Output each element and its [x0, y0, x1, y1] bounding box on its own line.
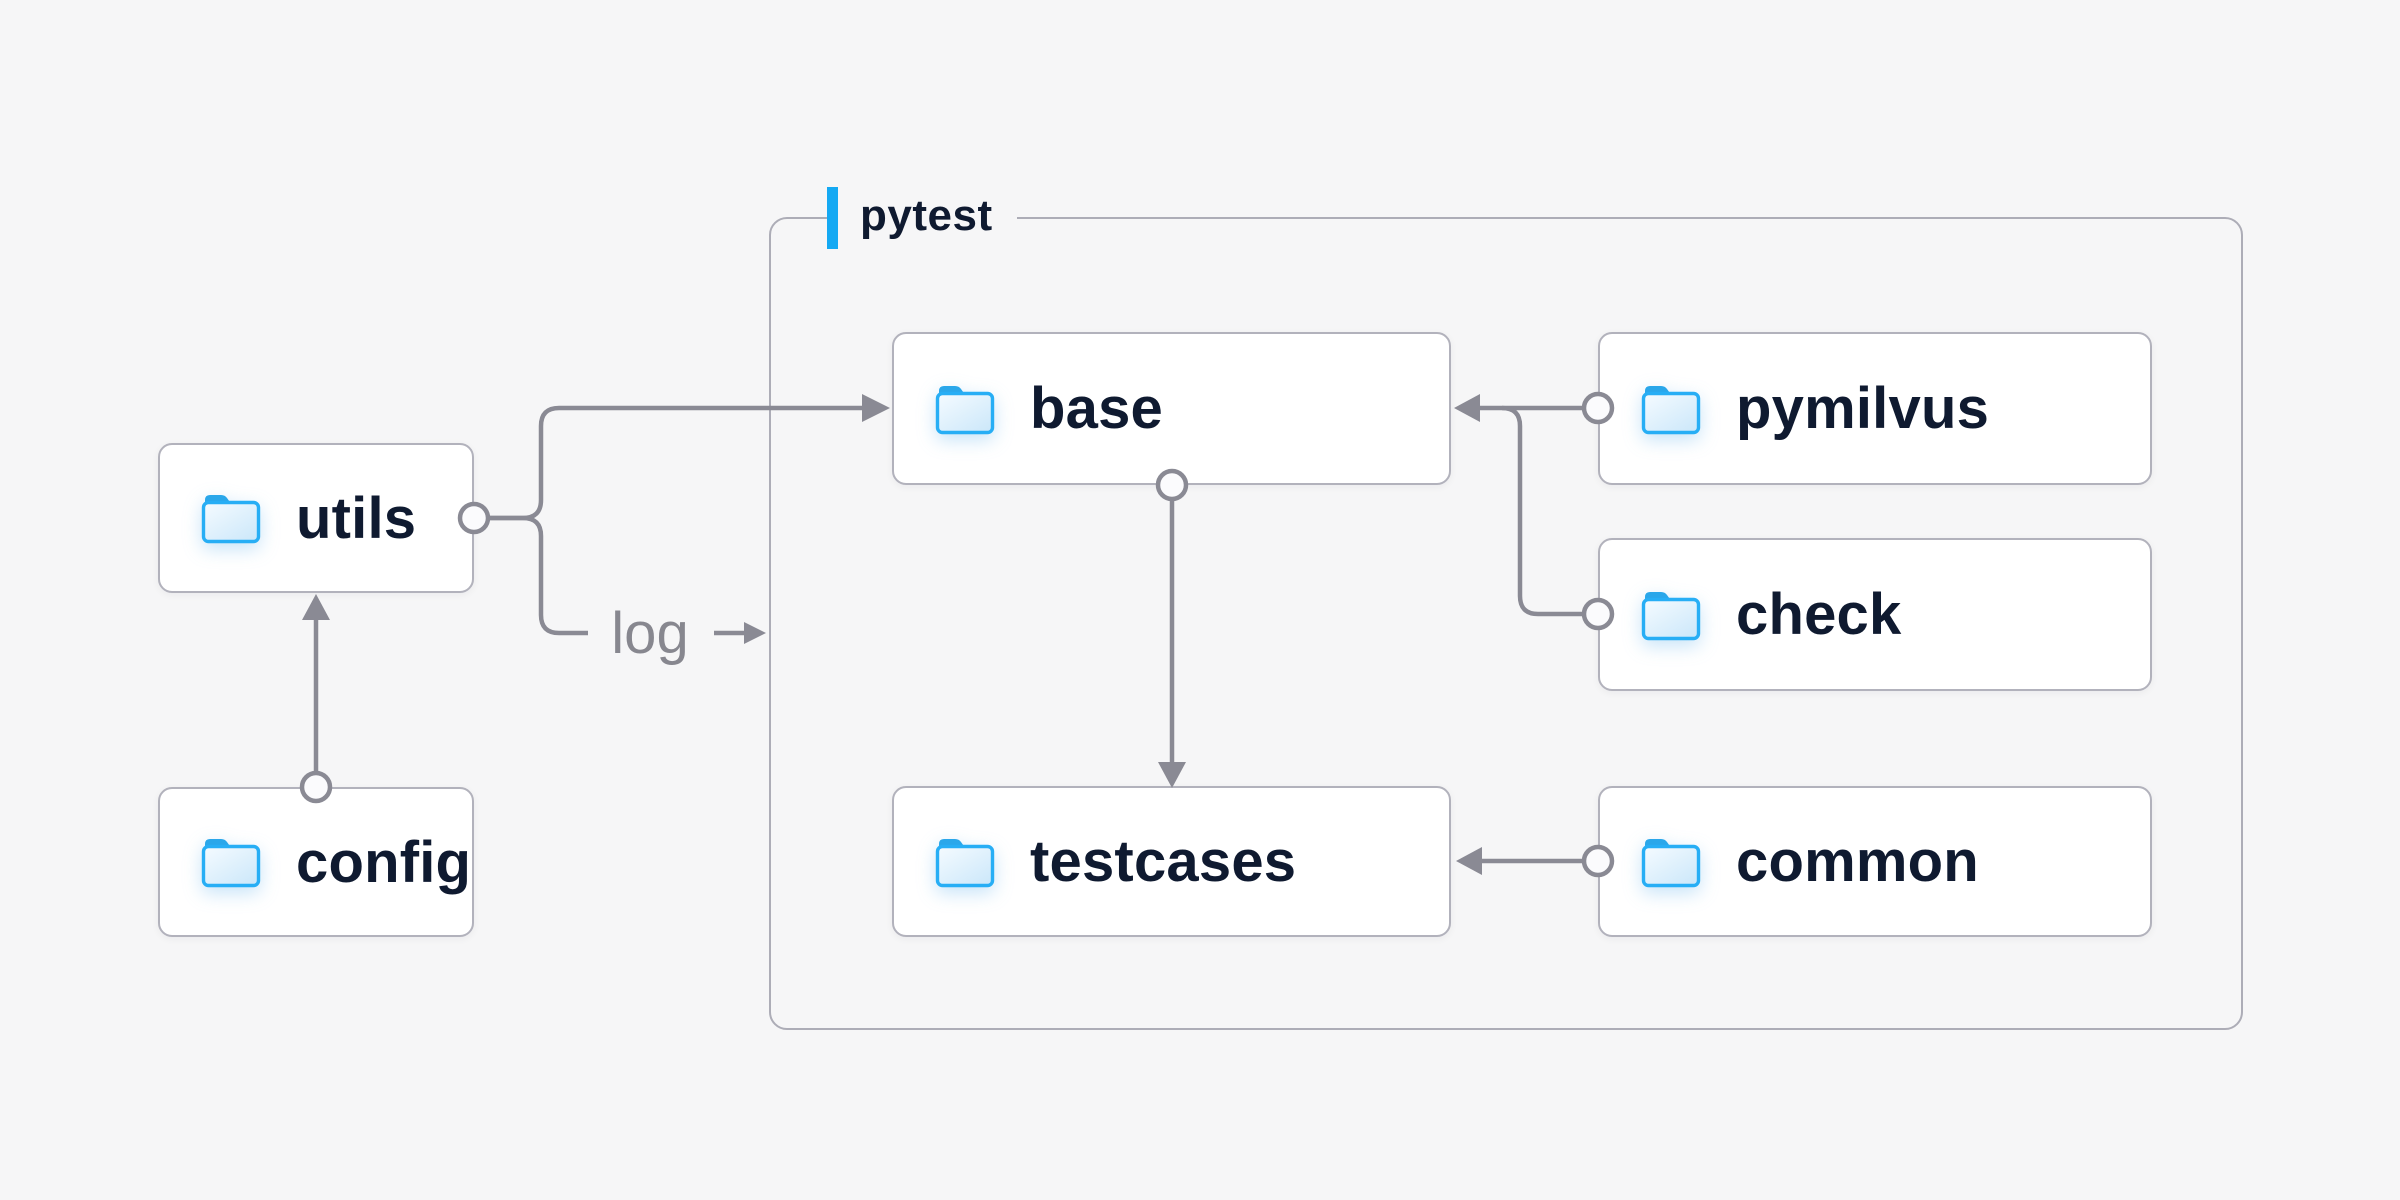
edge-utils-log	[489, 515, 588, 636]
node-label: base	[1030, 376, 1163, 441]
edge-label-log: log	[611, 600, 689, 666]
node-label: config	[296, 829, 472, 895]
node-base: base	[892, 332, 1451, 485]
arrowhead-config-utils	[302, 594, 330, 620]
node-check: check	[1598, 538, 2152, 691]
pytest-container: pytest	[769, 186, 2243, 1030]
node-pymilvus: pymilvus	[1598, 332, 2152, 485]
accent-bar	[827, 187, 838, 249]
node-label: common	[1736, 829, 1979, 894]
node-label: check	[1736, 582, 1902, 647]
pytest-label-text: pytest	[860, 191, 993, 240]
node-label: testcases	[1030, 829, 1297, 894]
folder-icon	[932, 835, 998, 889]
folder-icon	[932, 382, 998, 436]
folder-icon	[1638, 835, 1704, 889]
node-label: utils	[296, 485, 417, 551]
node-testcases: testcases	[892, 786, 1451, 937]
pytest-container-label: pytest	[827, 186, 1017, 250]
folder-icon	[1638, 382, 1704, 436]
folder-icon	[198, 491, 264, 545]
folder-icon	[198, 835, 264, 889]
folder-icon	[1638, 588, 1704, 642]
node-utils: utils	[158, 443, 474, 593]
node-config: config	[158, 787, 474, 937]
node-label: pymilvus	[1736, 376, 1990, 441]
node-common: common	[1598, 786, 2152, 937]
arrowhead-log-pytest	[744, 622, 766, 644]
